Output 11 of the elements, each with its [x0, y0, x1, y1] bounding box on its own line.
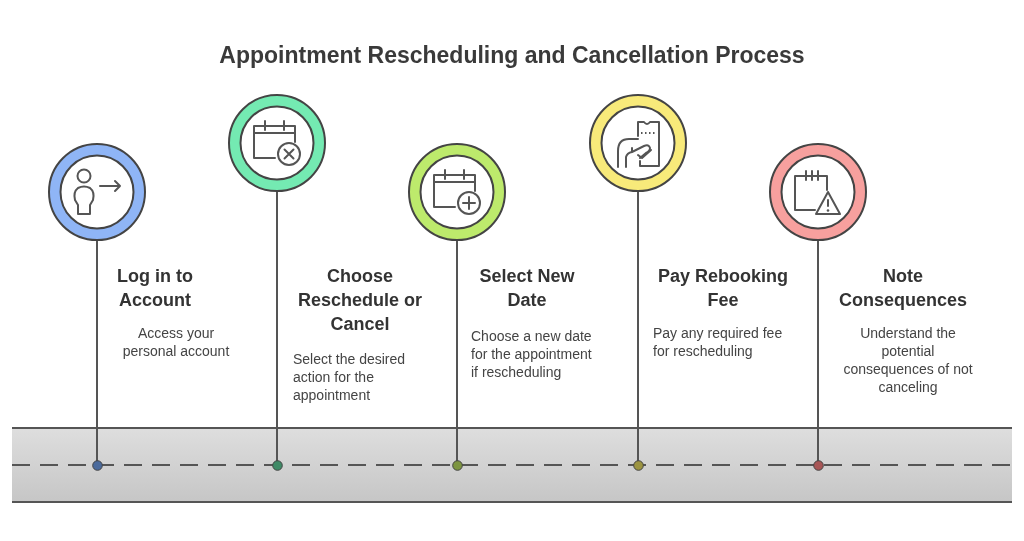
step-heading: Pay Rebooking Fee — [657, 265, 789, 312]
step-heading: Select New Date — [478, 265, 576, 312]
step-description: Pay any required fee for rescheduling — [653, 324, 784, 360]
diagram-title: Appointment Rescheduling and Cancellation Process — [219, 41, 805, 69]
step-description: Access your personal account — [121, 324, 231, 360]
step-heading: Choose Reschedule or Cancel — [296, 265, 423, 336]
step-description: Select the desired action for the appointment — [293, 350, 407, 404]
step-description: Understand the potential consequences of not canceling — [842, 324, 974, 396]
step-description: Choose a new date for the appointment if rescheduling — [471, 327, 593, 381]
step-heading: Note Consequences — [837, 265, 968, 312]
step-heading: Log in to Account — [116, 265, 194, 312]
